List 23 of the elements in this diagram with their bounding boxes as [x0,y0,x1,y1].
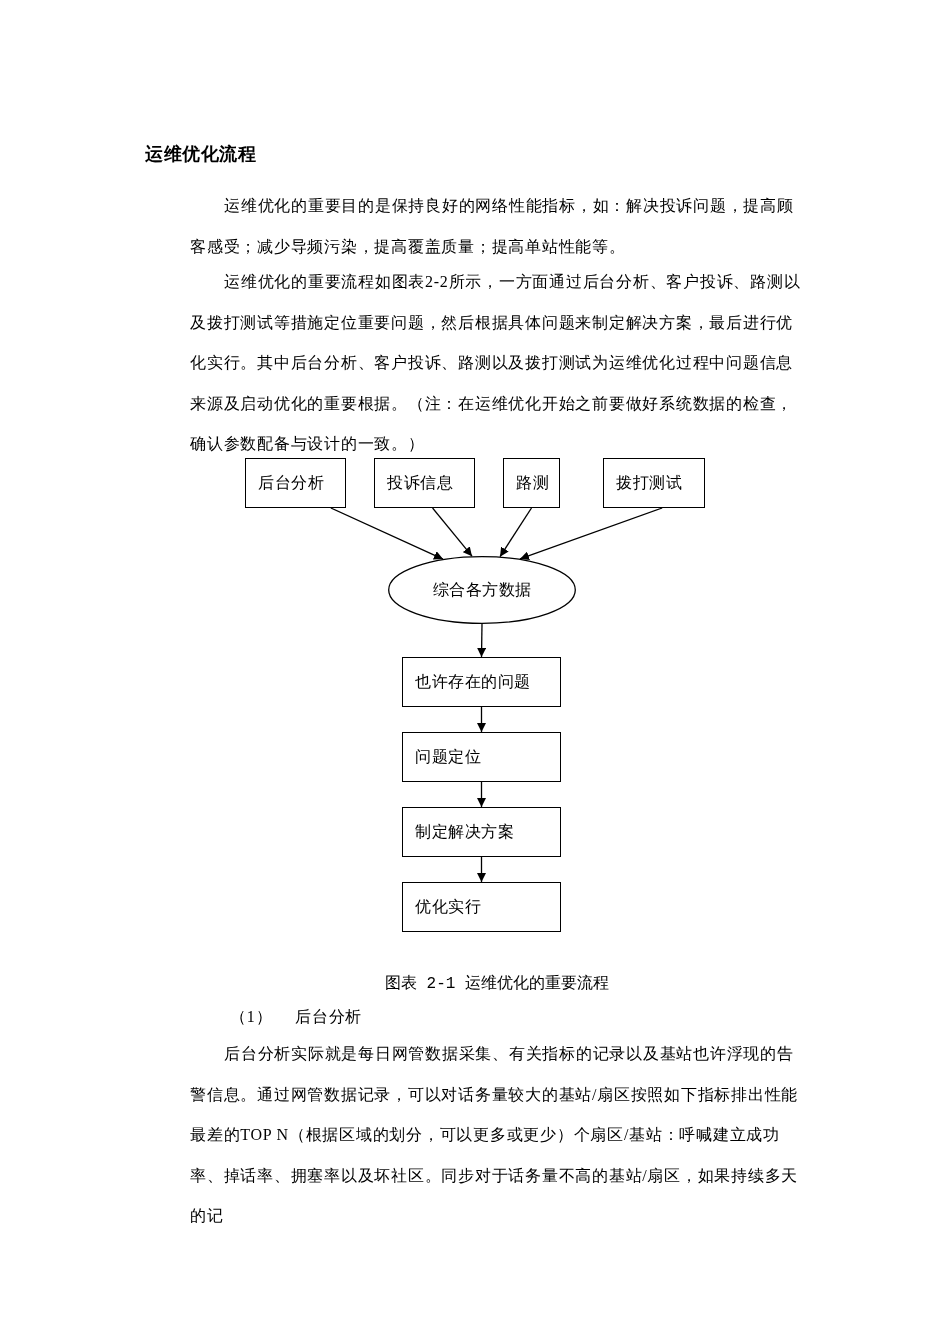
process-box: 后台分析 [245,458,346,508]
arrow [477,781,486,808]
process-box: 问题定位 [402,732,561,782]
paragraph: 运维优化的重要目的是保持良好的网络性能指标，如：解决投诉问题，提高顾客感受；减少导频污染，提高覆盖质量；提高单站性能等。 [190,196,795,257]
arrow [330,507,444,560]
arrow [519,507,663,561]
arrow [477,706,486,733]
process-box: 也许存在的问题 [402,657,561,707]
ellipse-node: 综合各方数据 [388,556,576,624]
process-box: 优化实行 [402,882,561,932]
heading: 运维优化流程 [145,143,256,166]
process-box: 投诉信息 [374,458,475,508]
arrow [431,507,473,557]
arrow [477,623,487,658]
arrow [499,507,533,558]
paragraph: 后台分析实际就是每日网管数据采集、有关指标的记录以及基站也许浮现的告警信息。通过网管数据记录，可以对话务量较大的基站/扇区按照如下指标排出性能最差的TOP N（根据区域的划分，可以更多或更少）个扇区/基站：呼喊建立成功率、掉话率、拥塞率以及坏社区。同步对于话务量不高的基站/扇区，如果持续多天的记 [190,1044,800,1226]
caption: 图表 2-1 运维优化的重要流程 [385,973,609,994]
paragraph: 运维优化的重要流程如图表2-2所示，一方面通过后台分析、客户投诉、路测以及拨打测试等措施定位重要问题，然后根据具体问题来制定解决方案，最后进行优化实行。其中后台分析、客户投诉、路测以及拨打测试为运维优化过程中问题信息来源及启动优化的重要根据。（注：在运维优化开始之前要做好系统数据的检查，确认参数配备与设计的一致。） [190,272,802,454]
arrow [477,856,486,883]
process-box: 拨打测试 [603,458,705,508]
subheading: （1） 后台分析 [230,1007,362,1027]
process-box: 路测 [503,458,560,508]
process-box: 制定解决方案 [402,807,561,857]
